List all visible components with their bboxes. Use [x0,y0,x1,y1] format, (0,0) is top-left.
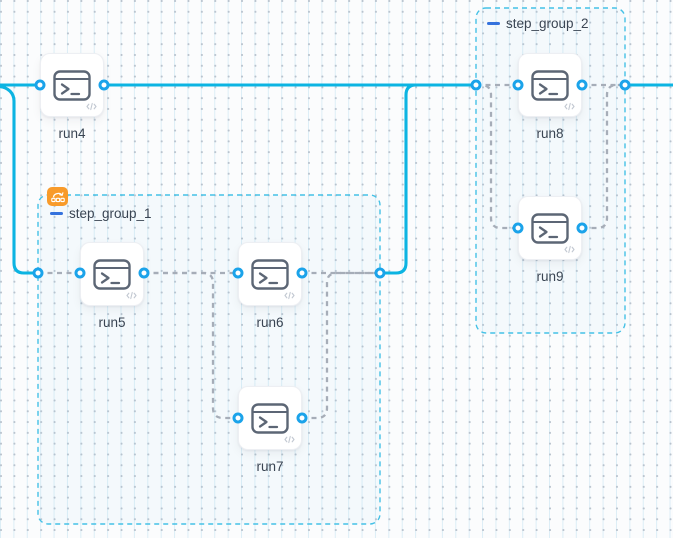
port-group1-out[interactable] [374,267,386,279]
port-group1-in[interactable] [32,267,44,279]
port-run5-out[interactable] [138,267,150,279]
node-card[interactable] [518,53,582,117]
code-icon [126,291,137,300]
node-run6[interactable]: run6 [238,242,302,330]
port-group2-out[interactable] [619,79,631,91]
node-run4[interactable]: run4 [40,53,104,141]
port-group2-in[interactable] [470,79,482,91]
port-run9-in[interactable] [512,222,524,234]
group-label: step_group_2 [506,16,589,31]
edge-run7-to-group1out[interactable] [302,271,380,420]
port-run8-in[interactable] [512,79,524,91]
port-run9-out[interactable] [576,222,588,234]
group-step-group-2-boundary[interactable] [475,7,626,334]
loop-matrix-icon [50,191,65,202]
node-label: run5 [98,315,126,330]
node-label: run4 [58,126,86,141]
node-run7[interactable]: run7 [238,386,302,474]
code-icon [284,291,295,300]
port-run5-in[interactable] [74,267,86,279]
code-icon [284,435,295,444]
node-card[interactable] [238,386,302,450]
port-run7-in[interactable] [232,412,244,424]
group-label: step_group_1 [69,206,152,221]
terminal-icon [53,69,91,101]
terminal-icon [531,212,569,244]
terminal-icon [93,258,131,290]
loop-badge [47,187,68,206]
node-card[interactable] [40,53,104,117]
node-card[interactable] [80,242,144,306]
port-run7-out[interactable] [296,412,308,424]
edge-group1-to-group2[interactable] [380,83,476,275]
port-run8-out[interactable] [576,79,588,91]
node-run8[interactable]: run8 [518,53,582,141]
port-run6-out[interactable] [296,267,308,279]
port-run4-in[interactable] [34,79,46,91]
terminal-icon [531,69,569,101]
node-run5[interactable]: run5 [80,242,144,330]
node-run9[interactable]: run9 [518,196,582,284]
group-step-group-1-header: step_group_1 [50,206,152,221]
node-card[interactable] [518,196,582,260]
code-icon [86,102,97,111]
code-icon [564,245,575,254]
edge-source-to-group1[interactable] [0,84,38,275]
minus-icon[interactable] [50,211,63,216]
node-label: run6 [256,315,284,330]
edge-group2in-to-run9[interactable] [476,83,518,230]
terminal-icon [251,402,289,434]
group-step-group-2-header: step_group_2 [487,16,589,31]
minus-icon[interactable] [487,21,500,26]
edge-run9-to-group2out[interactable] [582,83,625,230]
node-label: run7 [256,459,284,474]
terminal-icon [251,258,289,290]
node-card[interactable] [238,242,302,306]
edge-run5-to-run7[interactable] [144,271,238,420]
node-label: run8 [536,126,564,141]
code-icon [564,102,575,111]
port-run4-out[interactable] [98,79,110,91]
port-run6-in[interactable] [232,267,244,279]
node-label: run9 [536,269,564,284]
